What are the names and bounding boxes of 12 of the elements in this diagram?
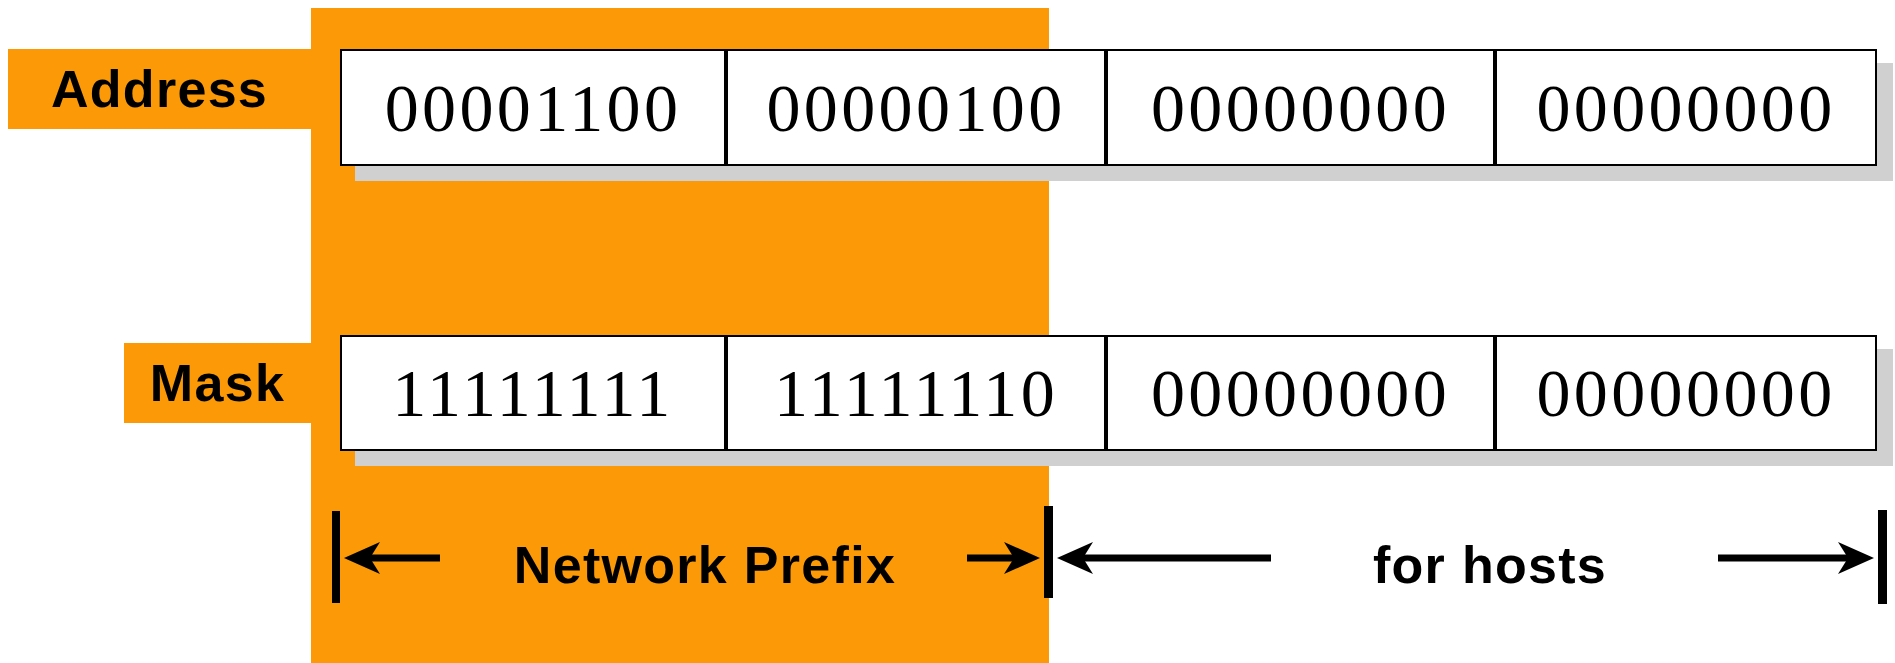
bit-cell: 00000000 [1106, 49, 1495, 166]
row-label: Mask [124, 343, 311, 423]
bit-cell: 00001100 [340, 49, 726, 166]
row-label: Address [8, 49, 311, 129]
bit-cell: 00000100 [726, 49, 1106, 166]
dimension-label: Network Prefix [512, 535, 898, 596]
dimension-label: for hosts [1371, 535, 1609, 596]
bit-cell: 00000000 [1106, 335, 1495, 451]
bit-cell: 00000000 [1495, 49, 1877, 166]
bit-cell: 11111110 [726, 335, 1106, 451]
bit-cell: 00000000 [1495, 335, 1877, 451]
bit-cell: 11111111 [340, 335, 726, 451]
